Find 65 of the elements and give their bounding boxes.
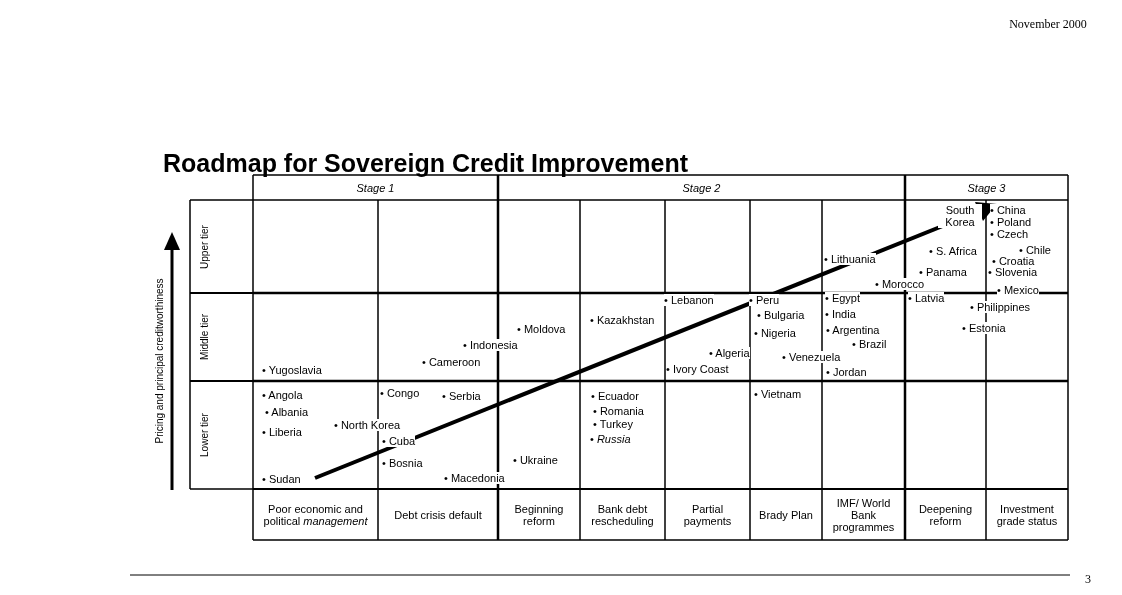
country-label: • Peru [749, 294, 780, 306]
country-label: • Lithuania [824, 253, 876, 265]
axis-label: Lower tier [199, 413, 211, 457]
stage-step-cell: Poor economic and political management [253, 489, 378, 540]
country-label: • Angola [262, 389, 303, 401]
country-label: • Algeria [709, 347, 750, 359]
axis-label: Middle tier [199, 313, 211, 361]
country-label: • Romania [593, 405, 644, 417]
country-label: • Bosnia [382, 457, 423, 469]
axis-label: Upper tier [199, 225, 211, 269]
stage-step-cell: Investment grade status [986, 489, 1068, 540]
country-label: • Turkey [593, 418, 633, 430]
date: November 2000 [1009, 16, 1087, 33]
country-label: • Venezuela [782, 351, 841, 363]
country-label: • North Korea [334, 419, 401, 431]
stage-step-cell: Beginning reform [498, 489, 580, 540]
country-label: • Russia [590, 433, 631, 445]
country-label: • Egypt [825, 292, 861, 304]
country-label: • Slovenia [988, 266, 1038, 278]
stage-step-cell: Brady Plan [750, 489, 822, 540]
country-label: • Ecuador [591, 390, 639, 402]
country-label: • Macedonia [444, 472, 505, 484]
country-label: • Serbia [442, 390, 481, 402]
country-label: • Kazakhstan [590, 314, 655, 326]
country-label: • India [825, 308, 856, 320]
axis-label: Pricing and principal creditworthiness [154, 278, 166, 444]
country-label: • Croatia [992, 255, 1035, 267]
stage-step-cell: IMF/ World Bank programmes [822, 489, 905, 540]
country-label: • Nigeria [754, 327, 796, 339]
country-label: • Vietnam [754, 388, 802, 400]
page-number: 3 [1085, 571, 1091, 588]
country-label: • China [990, 204, 1026, 216]
country-label: South Korea [938, 204, 982, 228]
stage-step-cell: Partial payments [665, 489, 750, 540]
country-label: • Indonesia [463, 339, 518, 351]
country-label: • Bulgaria [757, 309, 805, 321]
country-label: • Poland [990, 216, 1032, 228]
stage-step-cell: Deepening reform [905, 489, 986, 540]
country-label: • Argentina [826, 324, 880, 336]
country-label: • Morocco [875, 278, 925, 290]
country-label: • Ivory Coast [666, 363, 729, 375]
country-label: • Yugoslavia [262, 364, 322, 376]
country-label: • Ukraine [513, 454, 558, 466]
country-label: • Albania [265, 406, 308, 418]
stage-step-cell: Bank debt rescheduling [580, 489, 665, 540]
country-label: • Philippines [970, 301, 1031, 313]
country-label: • Estonia [962, 322, 1006, 334]
country-label: • Sudan [262, 473, 301, 485]
stage-header: Stage 3 [905, 175, 1068, 200]
country-label: • Chile [1019, 244, 1051, 256]
country-label: • Jordan [826, 366, 867, 378]
country-label: • Cuba [382, 435, 416, 447]
country-label: • Moldova [517, 323, 566, 335]
stage-step-cell: Debt crisis default [378, 489, 498, 540]
country-label: • Liberia [262, 426, 302, 438]
country-label: • Brazil [852, 338, 887, 350]
country-label: • Latvia [908, 292, 945, 304]
country-label: • Panama [919, 266, 967, 278]
country-label: • Cameroon [422, 356, 481, 368]
country-label: • Czech [990, 228, 1029, 240]
country-label: • Lebanon [664, 294, 714, 306]
country-label: • Congo [380, 387, 420, 399]
country-label: • Mexico [997, 284, 1039, 296]
title: Roadmap for Sovereign Credit Improvement [163, 148, 689, 179]
country-label: • S. Africa [929, 245, 977, 257]
